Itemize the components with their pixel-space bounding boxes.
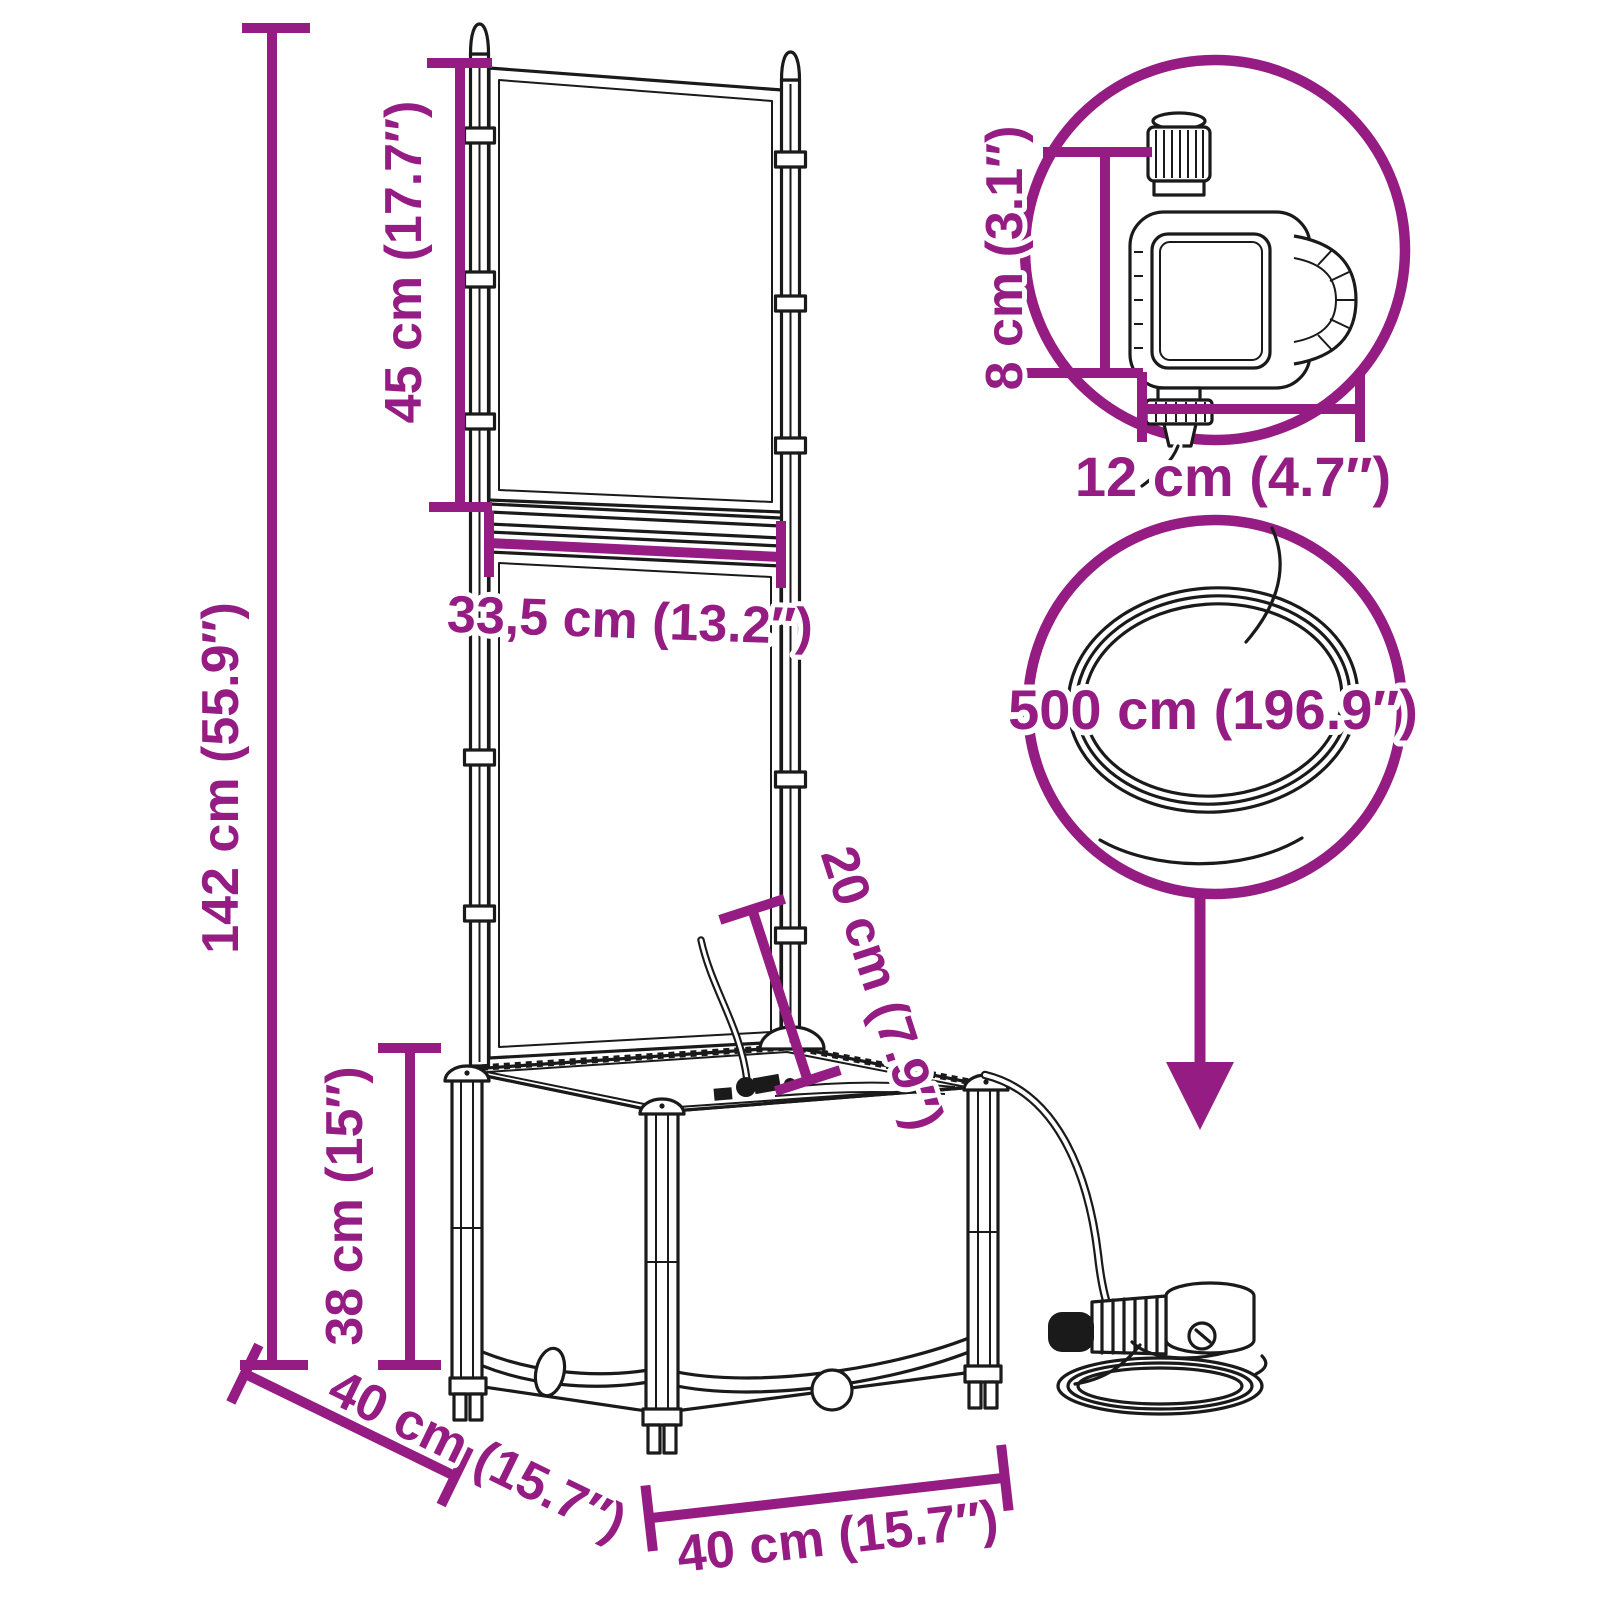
product-drawing — [443, 22, 1360, 1455]
label-planter-height: 38 cm (15″) — [316, 1066, 374, 1345]
hose-length-arrow — [1166, 897, 1234, 1130]
timer-detail-circle — [1019, 54, 1411, 446]
timer-spout — [1162, 422, 1198, 448]
trellis-clips — [462, 126, 808, 945]
coiled-hose — [1056, 1340, 1268, 1416]
label-timer-height: 8 cm (3.1″) — [976, 126, 1034, 391]
label-timer-width: 12 cm (4.7″) — [1075, 445, 1391, 508]
dimension-trellis-height — [427, 58, 492, 512]
dimension-planter-depth — [226, 1342, 474, 1508]
hose-detail-circle — [1022, 514, 1408, 900]
tap-connector — [1048, 1281, 1256, 1356]
dimension-total-height — [240, 23, 310, 1370]
planter-box — [443, 1025, 1010, 1455]
trellis-finial-right — [779, 50, 802, 82]
drip-connector — [736, 1077, 756, 1097]
down-arrow-icon — [1166, 1062, 1234, 1130]
tap-connector-tip — [1048, 1312, 1094, 1352]
label-hose-length: 500 cm (196.9″) — [1008, 678, 1418, 741]
timer-handle — [1293, 234, 1358, 366]
dimension-trellis-width — [484, 511, 786, 588]
hose-loop-detail — [1066, 526, 1360, 866]
dimension-planter-width — [640, 1444, 1014, 1552]
trellis-finial-left — [468, 22, 491, 56]
label-trellis-width: 33,5 cm (13.2″) — [446, 586, 814, 657]
trellis-upper-panel — [487, 66, 784, 514]
label-planter-width: 40 cm (15.7″) — [674, 1490, 1001, 1584]
label-total-height: 142 cm (55.9″) — [192, 602, 250, 954]
dimension-timer-width — [1137, 372, 1365, 442]
timer-display — [1150, 232, 1272, 370]
planter-corner-posts — [443, 1064, 1010, 1455]
label-trellis-height: 45 cm (17.7″) — [375, 101, 433, 424]
water-timer — [1128, 111, 1358, 491]
dimension-lines — [226, 23, 1365, 1552]
dimension-timer-height — [1026, 147, 1152, 378]
planter-skirt — [455, 1328, 990, 1412]
dimension-planter-height — [378, 1043, 441, 1370]
drip-kit — [697, 936, 956, 1101]
trellis-mid-rails — [487, 502, 783, 548]
dimension-drip-riser — [718, 894, 842, 1096]
